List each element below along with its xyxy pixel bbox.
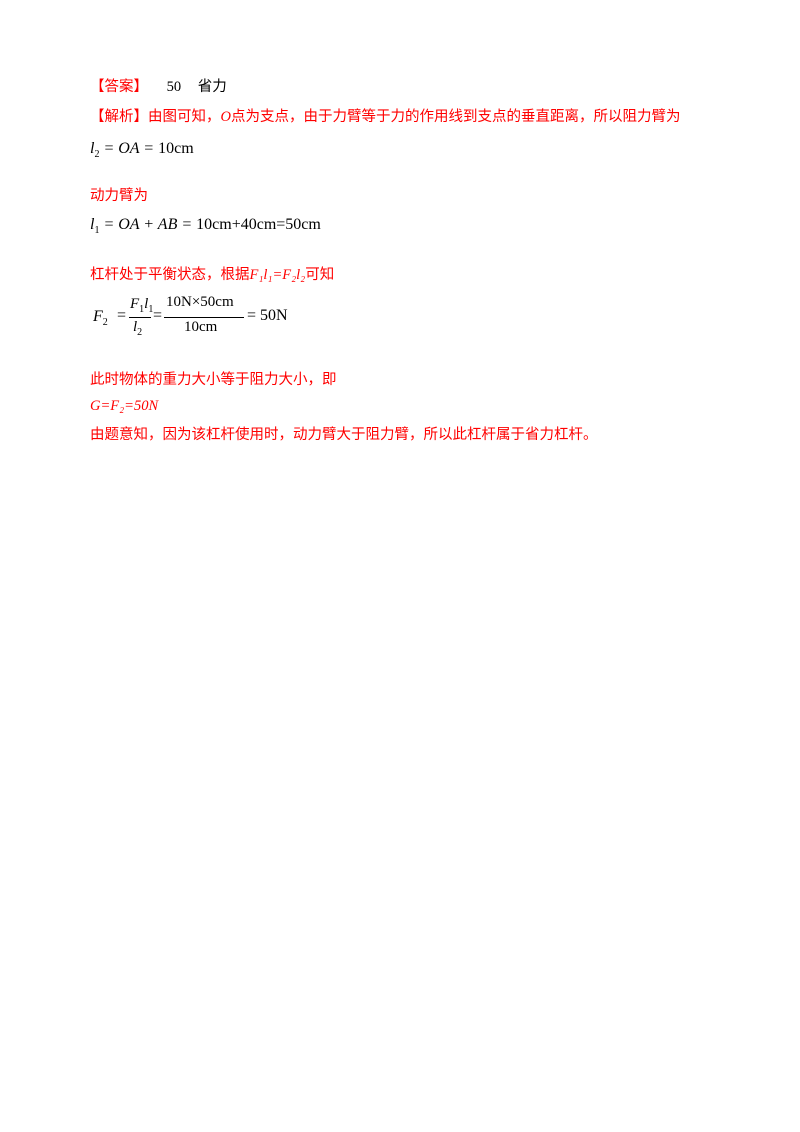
equation-resistance-arm: l2 = OA = 10cm [90, 139, 194, 165]
eq3-den2: 10cm [184, 319, 218, 335]
analysis-text-1: 由图可知， [148, 109, 221, 125]
balance-post: 可知 [305, 267, 335, 283]
eq2-mid: = OA + AB = [99, 216, 197, 233]
eq3-bar1 [129, 317, 151, 318]
eq3-result: = 50N [247, 307, 288, 324]
eq1-lhs: l [90, 140, 95, 157]
eq1-mid: = OA = [99, 140, 159, 157]
equation-effort-arm: l1 = OA + AB = 10cm+40cm=50cm [90, 215, 321, 241]
eq2-lhs: l [90, 216, 95, 233]
eq1-rhs: 10cm [158, 140, 194, 157]
analysis-label: 【解析】 [90, 109, 148, 125]
eq2-rhs: 10cm+40cm=50cm [196, 216, 321, 233]
analysis-line: 【解析】由图可知，O点为支点，由于力臂等于力的作用线到支点的垂直距离，所以阻力臂… [90, 107, 680, 127]
pivot-variable: O [220, 109, 231, 125]
answer-label: 【答案】 [90, 79, 148, 95]
gravity-equation: G=F₂=50N [90, 398, 159, 414]
balance-formula: F₁l₁=F₂l₂ [249, 267, 306, 283]
weight-text: 此时物体的重力大小等于阻力大小，即 [90, 372, 337, 388]
eq3-lhs: F2 [93, 308, 108, 328]
answer-text: 省力 [197, 79, 227, 95]
eq1-sub: 2 [94, 149, 100, 160]
eq3-num1: F1l1 [130, 296, 154, 315]
answer-line: 【答案】 50 省力 [90, 77, 227, 97]
eq3-eq2: = [153, 307, 163, 324]
eq3-num2: 10N×50cm [166, 294, 234, 310]
eq3-den1: l2 [133, 319, 143, 338]
eq2-sub: 1 [94, 225, 100, 236]
eq3-bar2 [164, 317, 244, 318]
eq3-eq1: = [117, 307, 127, 324]
balance-pre: 杠杆处于平衡状态，根据 [90, 267, 250, 283]
balance-text: 杠杆处于平衡状态，根据F₁l₁=F₂l₂可知 [90, 265, 334, 285]
conclusion-text: 由题意知，因为该杠杆使用时，动力臂大于阻力臂，所以此杠杆属于省力杠杆。 [90, 427, 598, 443]
analysis-text-2: 点为支点，由于力臂等于力的作用线到支点的垂直距离，所以阻力臂为 [230, 109, 681, 125]
dynamic-arm-text: 动力臂为 [90, 188, 148, 204]
answer-value: 50 [166, 79, 182, 95]
